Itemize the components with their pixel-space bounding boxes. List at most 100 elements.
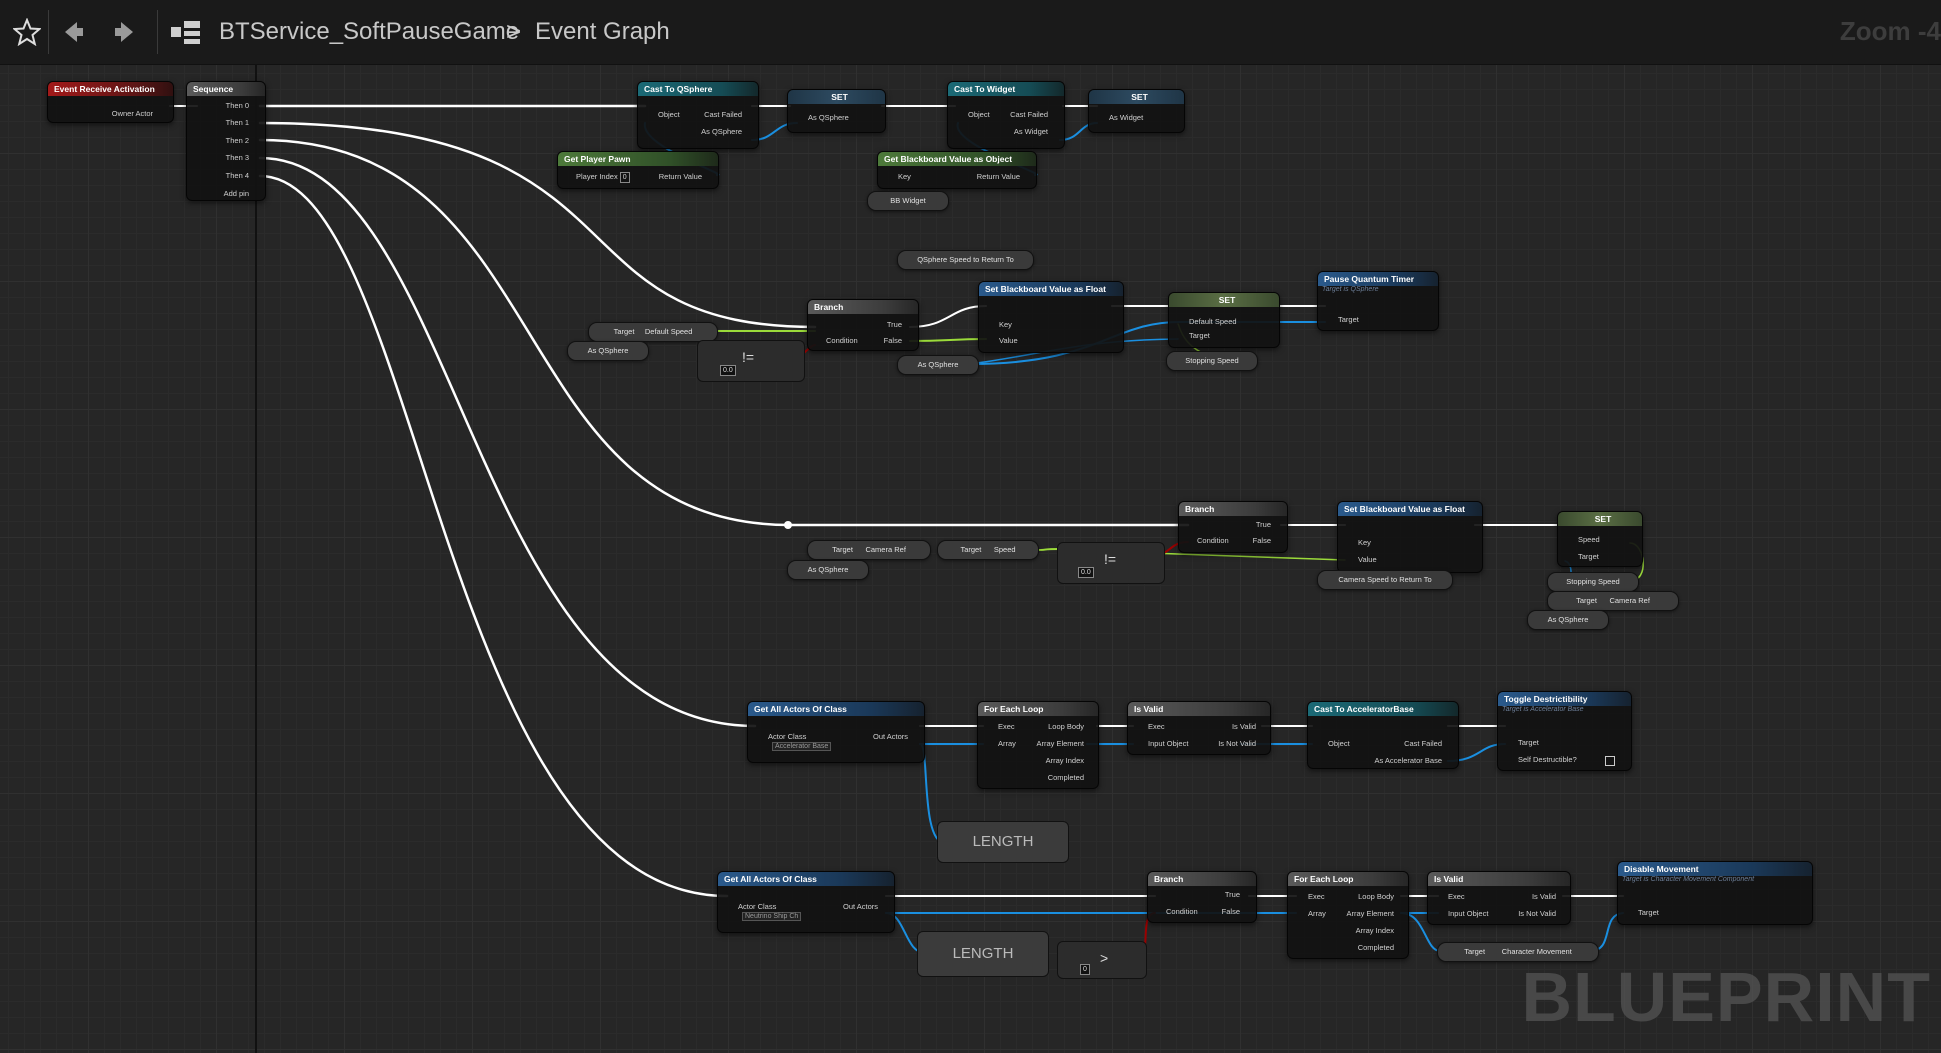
branch-node[interactable]: Branch True Condition False [807, 299, 919, 351]
object-pin[interactable]: Object [968, 110, 990, 119]
is-valid-pin[interactable]: Is Valid [1531, 892, 1556, 901]
target-pin[interactable]: Target [960, 545, 982, 554]
value-box[interactable]: 0.0 [1078, 563, 1094, 578]
graph-canvas[interactable]: Event Receive Activation Owner Actor Seq… [0, 65, 1941, 1053]
then-1-pin[interactable]: Then 1 [225, 118, 249, 127]
exec-pin[interactable]: Exec [998, 722, 1015, 731]
event-receive-activation-node[interactable]: Event Receive Activation Owner Actor [47, 81, 174, 123]
array-element-pin[interactable]: Array Element [1036, 739, 1084, 748]
condition-pin[interactable]: Condition [1197, 536, 1229, 545]
for-each-loop-node[interactable]: For Each Loop Exec Loop Body Array Array… [977, 701, 1099, 789]
sequence-node[interactable]: Sequence Then 0 Then 1 Then 2 Then 3 The… [186, 81, 266, 201]
stopping-speed-variable[interactable]: Stopping Speed [1547, 572, 1639, 592]
set-default-speed-node[interactable]: SET Default Speed Target [1168, 292, 1280, 348]
array-element-pin[interactable]: Array Element [1346, 909, 1394, 918]
then-4-pin[interactable]: Then 4 [225, 171, 249, 180]
return-value-pin[interactable]: Return Value [976, 172, 1020, 181]
cast-to-acceleratorbase-node[interactable]: Cast To AcceleratorBase Object Cast Fail… [1307, 701, 1459, 769]
out-actors-pin[interactable]: Out Actors [842, 902, 878, 911]
get-all-actors-of-class-node[interactable]: Get All Actors Of Class Actor Class Acce… [747, 701, 925, 763]
branch-node[interactable]: Branch True Condition False [1147, 871, 1257, 923]
then-2-pin[interactable]: Then 2 [225, 136, 249, 145]
as-qsphere-variable[interactable]: As QSphere [787, 560, 869, 580]
input-object-pin[interactable]: Input Object [1148, 739, 1189, 748]
back-arrow-icon[interactable] [56, 14, 92, 50]
array-pin[interactable]: Array [998, 739, 1016, 748]
object-pin[interactable]: Object [658, 110, 680, 119]
actor-class-pin[interactable]: Actor Class [768, 732, 807, 741]
actor-class-dropdown[interactable]: Accelerator Base [772, 742, 832, 751]
actor-class-dropdown[interactable]: Neutrino Ship Ch [742, 912, 802, 921]
loop-body-pin[interactable]: Loop Body [1048, 722, 1084, 731]
completed-pin[interactable]: Completed [1047, 773, 1084, 782]
condition-pin[interactable]: Condition [826, 336, 858, 345]
target-pin[interactable]: Target [832, 545, 853, 554]
default-speed-getter[interactable]: Target Default Speed [588, 322, 718, 342]
target-pin[interactable]: Target [1189, 331, 1210, 340]
get-all-actors-of-class-node[interactable]: Get All Actors Of Class Actor Class Neut… [717, 871, 895, 933]
cast-failed-pin[interactable]: Cast Failed [704, 110, 742, 119]
greater-than-node[interactable]: 0 > [1057, 941, 1147, 979]
not-equal-float-node[interactable]: 0.0 != [697, 340, 805, 382]
target-pin[interactable]: Target [1338, 315, 1359, 324]
camera-ref-pin[interactable]: Camera Ref [865, 545, 906, 554]
exec-pin[interactable]: Exec [1448, 892, 1465, 901]
out-actors-pin[interactable]: Out Actors [872, 732, 908, 741]
then-0-pin[interactable]: Then 0 [225, 101, 249, 110]
as-qsphere-variable[interactable]: As QSphere [897, 355, 979, 375]
qsphere-speed-variable[interactable]: QSphere Speed to Return To [897, 250, 1034, 270]
forward-arrow-icon[interactable] [106, 14, 142, 50]
target-pin[interactable]: Target [1518, 738, 1539, 747]
target-pin[interactable]: Target [1464, 947, 1486, 956]
array-index-pin[interactable]: Array Index [1355, 926, 1394, 935]
default-speed-pin[interactable]: Default Speed [1189, 317, 1237, 326]
pause-quantum-timer-node[interactable]: Pause Quantum Timer Target is QSphere Ta… [1317, 271, 1439, 331]
true-pin[interactable]: True [1255, 520, 1271, 529]
get-player-pawn-node[interactable]: Get Player Pawn Player Index 0 Return Va… [557, 151, 719, 189]
as-qsphere-variable[interactable]: As QSphere [567, 341, 649, 361]
as-widget-pin[interactable]: As Widget [1109, 113, 1144, 122]
array-length-node[interactable]: LENGTH [917, 931, 1049, 977]
true-pin[interactable]: True [886, 320, 902, 329]
input-object-pin[interactable]: Input Object [1448, 909, 1489, 918]
target-pin[interactable]: Target [613, 327, 635, 336]
camera-speed-variable[interactable]: Camera Speed to Return To [1317, 570, 1453, 590]
return-value-pin[interactable]: Return Value [658, 172, 702, 181]
owner-actor-pin[interactable]: Owner Actor [111, 109, 153, 118]
speed-getter[interactable]: Target Speed [937, 540, 1039, 560]
add-pin-button[interactable]: Add pin [223, 189, 249, 198]
not-equal-float-node[interactable]: 0.0 != [1057, 542, 1165, 584]
loop-body-pin[interactable]: Loop Body [1358, 892, 1394, 901]
set-as-widget-node[interactable]: SET As Widget [1088, 89, 1185, 133]
exec-pin[interactable]: Exec [1148, 722, 1165, 731]
as-qsphere-variable[interactable]: As QSphere [1527, 610, 1609, 630]
array-pin[interactable]: Array [1308, 909, 1326, 918]
cast-failed-pin[interactable]: Cast Failed [1010, 110, 1048, 119]
camera-ref-getter[interactable]: Target Camera Ref [1547, 591, 1679, 611]
branch-node[interactable]: Branch True Condition False [1178, 501, 1288, 553]
default-speed-pin[interactable]: Default Speed [644, 327, 693, 336]
get-blackboard-value-as-object-node[interactable]: Get Blackboard Value as Object Key Retur… [877, 151, 1037, 189]
speed-pin[interactable]: Speed [1578, 535, 1600, 544]
is-valid-node[interactable]: Is Valid Exec Is Valid Input Object Is N… [1127, 701, 1271, 755]
character-movement-pin[interactable]: Character Movement [1501, 947, 1572, 956]
speed-pin[interactable]: Speed [993, 545, 1016, 554]
true-pin[interactable]: True [1224, 890, 1240, 899]
set-as-qsphere-node[interactable]: SET As QSphere [787, 89, 886, 133]
cast-to-widget-node[interactable]: Cast To Widget Object Cast Failed As Wid… [947, 81, 1065, 149]
as-qsphere-pin[interactable]: As QSphere [701, 127, 742, 136]
as-widget-pin[interactable]: As Widget [1013, 127, 1048, 136]
false-pin[interactable]: False [1252, 536, 1271, 545]
is-valid-pin[interactable]: Is Valid [1231, 722, 1256, 731]
exec-pin[interactable]: Exec [1308, 892, 1325, 901]
breadcrumb-blueprint[interactable]: BTService_SoftPauseGame [219, 18, 520, 45]
set-blackboard-value-as-float-node[interactable]: Set Blackboard Value as Float Key Value [978, 281, 1124, 353]
for-each-loop-node[interactable]: For Each Loop Exec Loop Body Array Array… [1287, 871, 1409, 959]
completed-pin[interactable]: Completed [1357, 943, 1394, 952]
camera-ref-pin[interactable]: Camera Ref [1609, 596, 1650, 605]
value-box[interactable]: 0 [1080, 960, 1090, 975]
character-movement-getter[interactable]: Target Character Movement [1437, 942, 1599, 962]
target-pin[interactable]: Target [1578, 552, 1599, 561]
cast-failed-pin[interactable]: Cast Failed [1404, 739, 1442, 748]
breadcrumb-current-graph[interactable]: Event Graph [535, 18, 670, 45]
